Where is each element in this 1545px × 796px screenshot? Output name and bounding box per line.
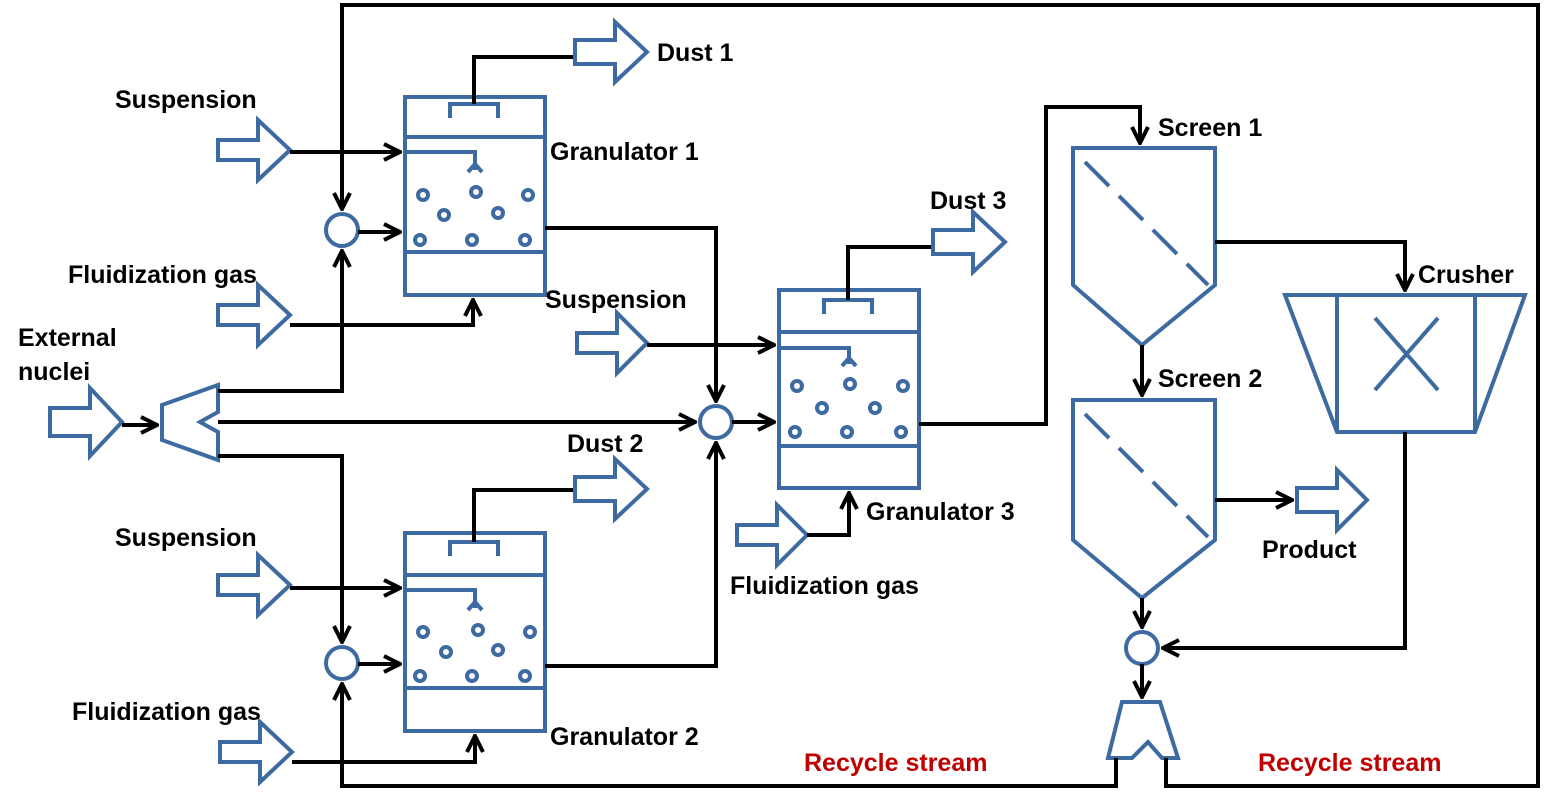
fluidization-gas-1-line xyxy=(290,300,473,327)
mixer-granulator-3 xyxy=(698,404,734,440)
suspension-2-feed-arrow xyxy=(216,550,293,620)
label-granulator-3: Granulator 3 xyxy=(866,498,1015,526)
screen-1-oversize-line xyxy=(1215,240,1405,290)
mixer-granulator-1 xyxy=(324,212,360,248)
label-dust-3: Dust 3 xyxy=(930,187,1006,215)
label-screen-1: Screen 1 xyxy=(1158,114,1262,142)
dust-2-line xyxy=(472,488,573,542)
granulator-3-outlet-line xyxy=(919,105,1140,426)
fluidization-gas-3-line xyxy=(807,493,849,537)
label-recycle-stream-left: Recycle stream xyxy=(804,749,987,777)
label-suspension-1: Suspension xyxy=(115,86,257,114)
nuclei-splitter xyxy=(160,382,220,463)
label-fluidization-gas-2: Fluidization gas xyxy=(72,698,261,726)
recycle-stream-left-line xyxy=(342,684,1118,788)
label-product: Product xyxy=(1262,536,1357,564)
fluidization-gas-1-feed-arrow xyxy=(216,280,293,350)
granulator-2 xyxy=(403,531,547,733)
label-granulator-2: Granulator 2 xyxy=(550,723,699,751)
label-screen-2: Screen 2 xyxy=(1158,365,1262,393)
dust-3-outlet-arrow xyxy=(931,207,1008,277)
label-dust-1: Dust 1 xyxy=(657,39,734,67)
fluidization-gas-2-line xyxy=(292,736,475,764)
label-external-nuclei-line1: External xyxy=(18,324,117,352)
suspension-3-feed-arrow xyxy=(575,308,650,378)
product-outlet-arrow xyxy=(1295,465,1370,535)
label-dust-2: Dust 2 xyxy=(567,430,643,458)
recycle-splitter xyxy=(1105,700,1181,760)
mixer-granulator-2 xyxy=(324,645,360,681)
screen-2 xyxy=(1071,398,1217,601)
fluidization-gas-3-feed-arrow xyxy=(735,500,810,570)
crusher-to-mixer-line xyxy=(1163,432,1407,648)
fluidization-gas-2-feed-arrow xyxy=(218,717,295,787)
granulator-3 xyxy=(777,288,921,490)
label-granulator-1: Granulator 1 xyxy=(550,138,699,166)
label-fluidization-gas-1: Fluidization gas xyxy=(68,261,257,289)
label-fluidization-gas-3: Fluidization gas xyxy=(730,572,919,600)
label-suspension-3: Suspension xyxy=(545,286,687,314)
suspension-1-feed-arrow xyxy=(216,115,293,185)
dust-1-line xyxy=(472,55,573,104)
recycle-stream-right-line xyxy=(342,3,1540,788)
crusher xyxy=(1282,293,1528,434)
granulator-1 xyxy=(403,95,547,297)
label-crusher: Crusher xyxy=(1418,261,1514,289)
nuclei-to-mixer-1-line xyxy=(218,251,342,393)
granulator-1-outlet-line xyxy=(545,226,716,401)
mixer-recycle xyxy=(1124,630,1160,666)
nuclei-to-mixer-2-line xyxy=(218,454,342,642)
label-recycle-stream-right: Recycle stream xyxy=(1258,749,1441,777)
dust-1-outlet-arrow xyxy=(573,17,650,87)
label-external-nuclei-line2: nuclei xyxy=(18,358,90,386)
screen-1 xyxy=(1071,146,1217,348)
dust-2-outlet-arrow xyxy=(573,454,650,524)
external-nuclei-feed-arrow xyxy=(48,382,125,462)
label-suspension-2: Suspension xyxy=(115,524,257,552)
granulator-2-outlet-line xyxy=(545,443,716,668)
dust-3-line xyxy=(846,245,931,300)
